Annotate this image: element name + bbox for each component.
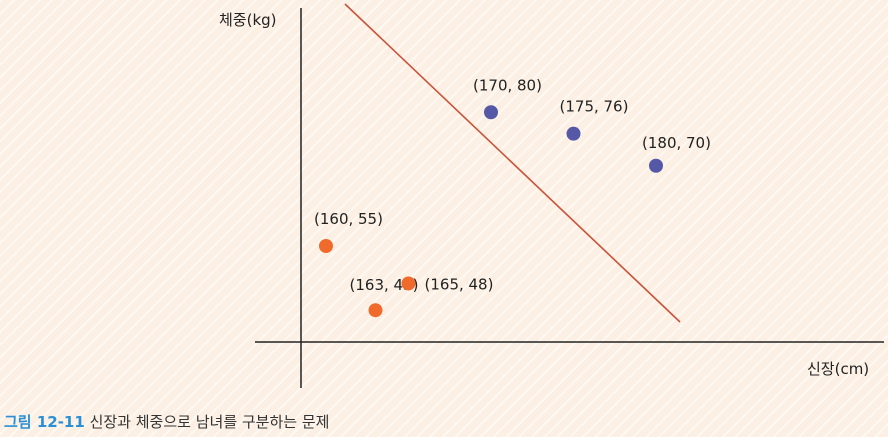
data-label-180-70: (180, 70)	[642, 134, 711, 152]
decision-line	[344, 3, 681, 323]
data-label-165-48: (165, 48)	[425, 275, 494, 293]
data-label-163-43: (163, 43)	[350, 276, 419, 294]
data-label-175-76: (175, 76)	[560, 98, 629, 116]
figure-caption: 그림 12-11 신장과 체중으로 남녀를 구분하는 문제	[4, 411, 329, 432]
caption-number: 그림 12-11	[4, 413, 85, 431]
data-point-165-48	[401, 276, 416, 291]
y-axis-label: 체중(kg)	[219, 11, 277, 29]
points-layer: (170, 80) (175, 76) (180, 70) (160, 55) (163…	[314, 76, 711, 318]
data-point-160-55	[319, 239, 333, 253]
data-label-170-80: (170, 80)	[473, 76, 542, 94]
data-point-180-70	[649, 158, 663, 173]
data-point-175-76	[566, 126, 581, 141]
data-point-163-43	[368, 303, 383, 318]
data-point-170-80	[484, 105, 498, 120]
caption-text: 신장과 체중으로 남녀를 구분하는 문제	[89, 413, 330, 431]
data-label-160-55: (160, 55)	[314, 210, 383, 228]
x-axis-label: 신장(cm)	[807, 360, 869, 378]
